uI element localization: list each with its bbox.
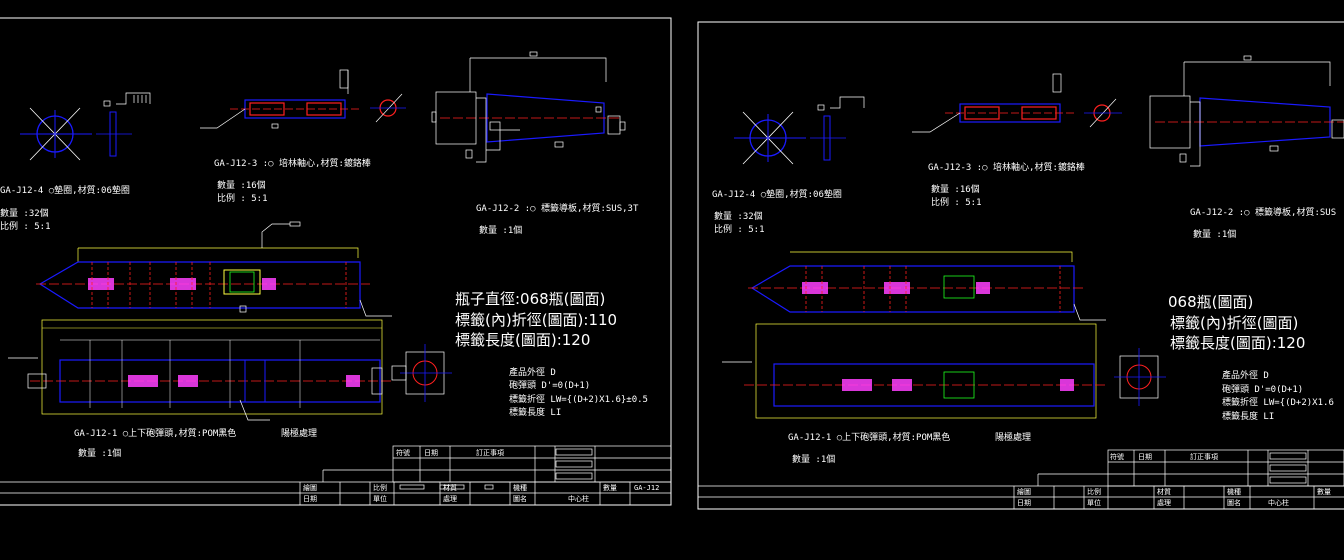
right-j12-1-title: GA-J12-1 ○上下砲彈頭,材質:POM黑色 bbox=[788, 431, 950, 443]
right-tb-name: 圖名 bbox=[1227, 498, 1241, 507]
right-tb-material: 材質 bbox=[1157, 487, 1171, 496]
left-formula-4: 標籤長度 LI bbox=[509, 406, 561, 418]
left-tb-count: 數量 bbox=[603, 483, 617, 492]
right-j12-3-qty: 數量 :16個 bbox=[931, 183, 980, 195]
right-j12-2-title: GA-J12-2 :○ 標籤導板,材質:SUS bbox=[1190, 206, 1336, 218]
right-shaft-part bbox=[912, 73, 1122, 133]
right-note-label-fold: 標籤(內)折徑(圖面) bbox=[1170, 314, 1298, 332]
right-formula-1: 產品外徑 D bbox=[1222, 369, 1269, 381]
left-formula-2: 砲彈頭 D'=0(D+1) bbox=[509, 379, 590, 391]
right-j12-4-title: GA-J12-4 ○墊圈,材質:06墊圈 bbox=[712, 188, 842, 200]
left-frame bbox=[0, 17, 672, 506]
left-j12-1-treatment: 陽極處理 bbox=[281, 427, 317, 439]
left-tb-code: GA-J12 bbox=[634, 484, 659, 492]
left-tb-rev: 符號 bbox=[396, 448, 410, 457]
right-j12-2-qty: 數量 :1個 bbox=[1193, 228, 1236, 240]
right-tb-date: 日期 bbox=[1138, 453, 1152, 461]
right-j12-1-treatment: 陽極處理 bbox=[995, 431, 1031, 443]
left-sheet: GA-J12-4 ○墊圈,材質:06墊圈 數量 :32個 比例 : 5:1 GA… bbox=[0, 17, 672, 506]
left-j12-2-qty: 數量 :1個 bbox=[479, 224, 522, 236]
right-tb-change: 訂正事項 bbox=[1190, 452, 1218, 461]
left-j12-1-title: GA-J12-1 ○上下砲彈頭,材質:POM黑色 bbox=[74, 427, 236, 439]
right-washer-part bbox=[734, 96, 865, 165]
left-tb-unit: 單位 bbox=[373, 494, 387, 503]
left-washer-part bbox=[20, 92, 151, 161]
right-title-block bbox=[698, 449, 1344, 509]
left-tb-change: 訂正事項 bbox=[476, 448, 504, 457]
left-tb-process: 處理 bbox=[443, 494, 457, 503]
left-title-block bbox=[0, 445, 672, 505]
right-lower-assembly bbox=[722, 323, 1166, 419]
left-bullet-head-assembly bbox=[36, 221, 392, 317]
left-tb-ratio: 比例 bbox=[373, 483, 387, 492]
right-tb-rev: 符號 bbox=[1110, 452, 1124, 461]
left-j12-3-scale: 比例 : 5:1 bbox=[217, 192, 268, 204]
right-frame bbox=[697, 21, 1344, 510]
left-tb-drawn: 繪圖 bbox=[303, 483, 317, 492]
left-tb-name: 圖名 bbox=[513, 494, 527, 503]
right-tb-ratio: 比例 bbox=[1087, 487, 1101, 496]
right-formula-4: 標籤長度 LI bbox=[1222, 410, 1274, 422]
right-note-bottle: 068瓶(圖面) bbox=[1168, 293, 1253, 311]
left-note-label-length: 標籤長度(圖面):120 bbox=[455, 331, 590, 349]
right-j12-1-qty: 數量 :1個 bbox=[792, 453, 835, 465]
left-guide-plate-part bbox=[431, 51, 626, 163]
right-tb-type: 機種 bbox=[1227, 487, 1241, 496]
right-tb-drawn: 繪圖 bbox=[1017, 487, 1031, 496]
right-j12-3-title: GA-J12-3 :○ 培林軸心,材質:鍍鉻棒 bbox=[928, 161, 1085, 173]
right-j12-3-scale: 比例 : 5:1 bbox=[931, 196, 982, 208]
left-shaft-part bbox=[200, 69, 406, 129]
left-tb-date: 日期 bbox=[424, 449, 438, 457]
left-formula-3: 標籤折徑 LW={(D+2)X1.6}±0.5 bbox=[509, 393, 648, 405]
left-tb-company: 中心柱 bbox=[568, 494, 589, 503]
right-tb-count: 數量 bbox=[1317, 487, 1331, 496]
left-j12-3-qty: 數量 :16個 bbox=[217, 179, 266, 191]
right-tb-process: 處理 bbox=[1157, 498, 1171, 507]
left-j12-1-qty: 數量 :1個 bbox=[78, 447, 121, 459]
left-tb-material: 材質 bbox=[443, 483, 457, 492]
left-j12-2-title: GA-J12-2 :○ 標籤導板,材質:SUS,3T bbox=[476, 202, 639, 214]
right-tb-dated: 日期 bbox=[1017, 499, 1031, 507]
left-note-label-fold: 標籤(內)折徑(圖面):110 bbox=[455, 311, 617, 329]
left-j12-4-title: GA-J12-4 ○墊圈,材質:06墊圈 bbox=[0, 184, 130, 196]
right-formula-2: 砲彈頭 D'=0(D+1) bbox=[1222, 383, 1303, 395]
left-tb-dated: 日期 bbox=[303, 495, 317, 503]
right-note-label-length: 標籤長度(圖面):120 bbox=[1170, 334, 1305, 352]
right-guide-plate-part bbox=[1149, 55, 1344, 167]
right-tb-company: 中心柱 bbox=[1268, 498, 1289, 507]
left-note-bottle-diameter: 瓶子直徑:068瓶(圖面) bbox=[455, 290, 605, 308]
left-tb-type: 機種 bbox=[513, 483, 527, 492]
left-lower-assembly bbox=[8, 319, 452, 421]
right-j12-4-scale: 比例 : 5:1 bbox=[714, 223, 765, 235]
right-j12-4-qty: 數量 :32個 bbox=[714, 210, 763, 222]
left-formula-1: 產品外徑 D bbox=[509, 366, 556, 378]
right-formula-3: 標籤折徑 LW={(D+2)X1.6 bbox=[1222, 396, 1334, 408]
left-j12-4-scale: 比例 : 5:1 bbox=[0, 220, 51, 232]
right-sheet: GA-J12-4 ○墊圈,材質:06墊圈 數量 :32個 比例 : 5:1 GA… bbox=[697, 21, 1344, 510]
right-tb-unit: 單位 bbox=[1087, 498, 1101, 507]
left-j12-4-qty: 數量 :32個 bbox=[0, 207, 49, 219]
left-j12-3-title: GA-J12-3 :○ 培林軸心,材質:鍍鉻棒 bbox=[214, 157, 371, 169]
right-bullet-head-assembly bbox=[748, 251, 1106, 321]
